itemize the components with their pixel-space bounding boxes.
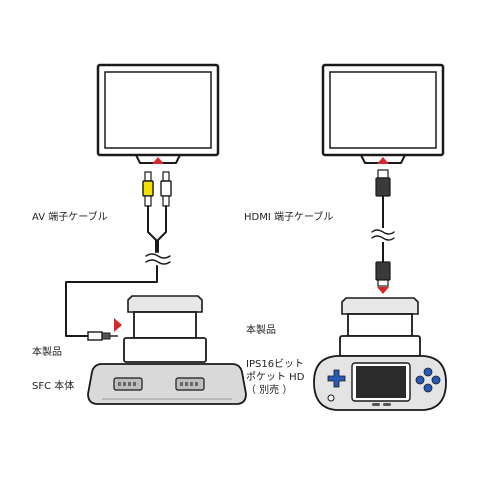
ips-handheld-label: IPS16ビット ポケット HD （ 別売 ） <box>246 358 304 397</box>
handheld-console-icon <box>313 297 447 411</box>
arrow-down-icon <box>377 287 389 294</box>
av-cable <box>65 205 171 341</box>
tv-right-icon <box>321 63 445 164</box>
arrow-right-icon <box>114 318 122 332</box>
tv-left-icon <box>96 63 220 164</box>
sfc-console-label: SFC 本体 <box>32 381 75 392</box>
product-label-right: 本製品 <box>246 325 276 336</box>
av-cable-label: AV 端子ケーブル <box>32 212 108 223</box>
arrow-up-icon-right-tv <box>377 157 389 164</box>
hdmi-cable-label: HDMI 端子ケーブル <box>244 212 334 223</box>
cable-break-icon <box>145 253 171 259</box>
product-label-left: 本製品 <box>32 347 62 358</box>
hdmi-cable <box>371 169 395 287</box>
ips-label-line2: ポケット HD <box>246 372 305 383</box>
ips-label-line3: （ 別売 ） <box>246 385 293 396</box>
sfc-console-icon <box>87 295 247 405</box>
arrow-up-icon-left-tv <box>152 157 164 164</box>
rca-plugs <box>142 171 172 207</box>
ips-label-line1: IPS16ビット <box>246 359 305 370</box>
